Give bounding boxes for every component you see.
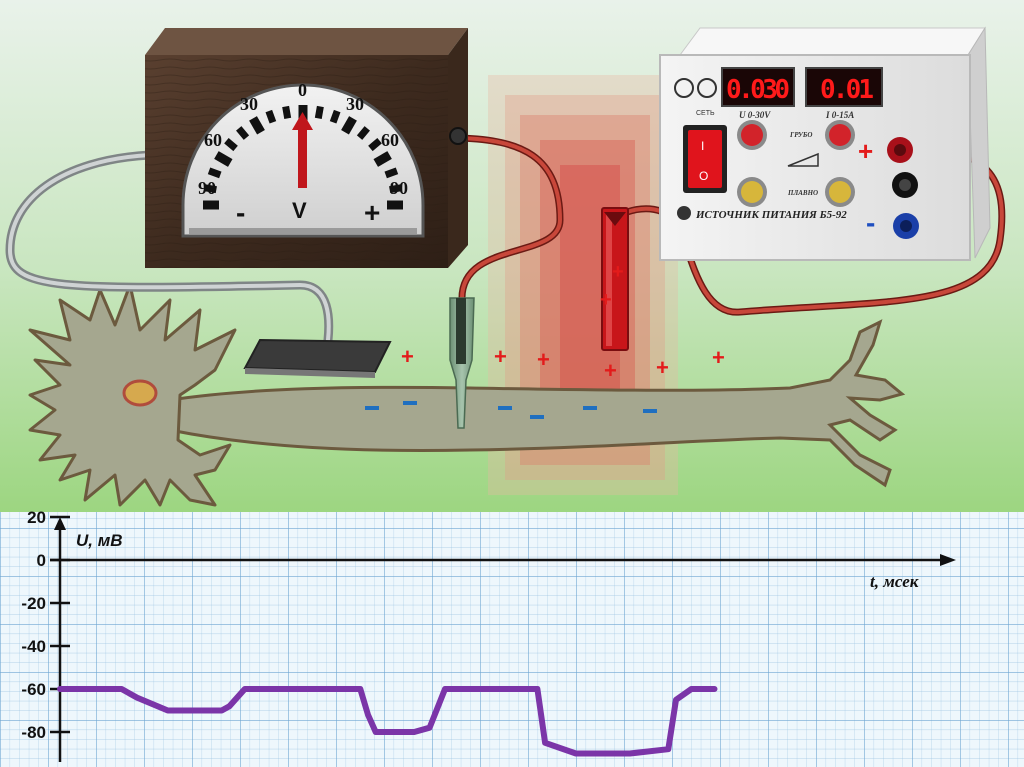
psu-plus-sign: +	[858, 136, 873, 166]
voltmeter-terminal	[449, 127, 467, 145]
voltmeter-scale-ticks	[203, 105, 403, 210]
voltmeter-tick	[282, 105, 292, 119]
positive-terminal[interactable]	[887, 137, 913, 163]
voltage-range-label: U 0-30V	[739, 110, 771, 120]
svg-text:I: I	[701, 139, 704, 153]
voltage-coarse-knob[interactable]	[737, 120, 767, 150]
svg-text:O: O	[699, 169, 708, 183]
voltmeter-needle	[298, 128, 307, 188]
voltmeter-tick	[356, 126, 370, 140]
psu-title: ИСТОЧНИК ПИТАНИЯ Б5-92	[695, 209, 847, 221]
y-tick-label: -80	[21, 723, 46, 742]
voltmeter-tick	[368, 138, 382, 152]
voltmeter-tick	[314, 105, 324, 119]
voltmeter-scale-label-neg90: 90	[198, 178, 216, 198]
voltage-fine-knob[interactable]	[737, 177, 767, 207]
potential-graph: 20 0 -20 -40 -60 -80 U, мВ t, мсек	[0, 508, 1024, 767]
power-supply: СЕТЬ 0.030 U 0-30V 0.01 I 0-15A I O ГРУБ…	[659, 26, 991, 261]
neuron	[28, 283, 906, 507]
charge-minus-mark	[583, 406, 597, 410]
y-tick-label: -40	[21, 637, 46, 656]
voltmeter-tick	[329, 109, 341, 124]
voltmeter-scale-label-zero: 0	[298, 80, 307, 100]
x-axis-label: t, мсек	[870, 572, 919, 591]
charge-plus: +	[604, 358, 617, 383]
voltmeter-tick	[214, 151, 233, 167]
voltmeter-tick	[265, 109, 277, 124]
charge-minus-mark	[403, 401, 417, 405]
x-axis-arrow	[940, 554, 956, 566]
y-axis-label: U, мВ	[76, 531, 123, 550]
current-range-label: I 0-15A	[825, 110, 854, 120]
current-display-value: 0.01	[820, 75, 874, 105]
ground-terminal[interactable]	[892, 172, 918, 198]
brand-logo	[677, 206, 691, 220]
y-tick-label: 20	[27, 508, 46, 527]
voltmeter-scale-label-neg60: 60	[204, 130, 222, 150]
microelectrode	[449, 297, 475, 429]
neuron-nucleus	[122, 379, 158, 407]
voltmeter-scale-label-pos30: 30	[346, 94, 364, 114]
voltage-display	[721, 67, 795, 107]
current-display	[805, 67, 883, 107]
voltmeter-tick	[203, 184, 217, 194]
charge-minus-mark	[643, 409, 657, 413]
membrane-potential-line	[57, 686, 718, 757]
y-tick-label: -20	[21, 594, 46, 613]
voltmeter-tick	[236, 126, 250, 140]
voltage-display-value: 0.030	[726, 75, 790, 105]
y-tick-label: 0	[37, 551, 46, 570]
voltmeter-scale-label-pos60: 60	[381, 130, 399, 150]
voltmeter-tick	[341, 116, 357, 135]
voltmeter-needle-arrow	[292, 112, 313, 130]
charge-plus: +	[494, 344, 507, 369]
ground-electrode-plate	[243, 338, 392, 378]
psu-net-label: СЕТЬ	[696, 110, 715, 117]
voltmeter-scale-label-neg30: 30	[240, 94, 258, 114]
manufacturer-logo	[674, 78, 694, 98]
charge-minus-mark	[498, 406, 512, 410]
stimulating-electrode	[601, 207, 629, 351]
charge-plus: +	[537, 347, 550, 372]
charge-minus-mark	[530, 415, 544, 419]
charge-plus: +	[401, 344, 414, 369]
ramp-icon	[787, 152, 819, 167]
y-tick-label: -60	[21, 680, 46, 699]
membrane-charges: + + + + + + + +	[365, 261, 725, 419]
current-coarse-knob[interactable]	[825, 120, 855, 150]
voltmeter-tick	[207, 167, 222, 179]
voltmeter: 90 60 30 0 30 60 90 - V +	[145, 28, 468, 268]
voltmeter-tick	[224, 138, 238, 152]
charge-plus: +	[712, 345, 725, 370]
voltmeter-scale-label-pos90: 90	[390, 178, 408, 198]
psu-minus-sign: -	[866, 207, 875, 238]
voltmeter-tick	[384, 167, 399, 179]
voltmeter-minus-sign: -	[236, 197, 245, 228]
voltmeter-plus-sign: +	[364, 197, 380, 228]
fine-label: ПЛАВНО	[787, 189, 818, 197]
charge-plus: +	[600, 289, 612, 311]
negative-terminal[interactable]	[893, 213, 919, 239]
voltmeter-tick	[389, 184, 403, 194]
coarse-label: ГРУБО	[789, 131, 812, 139]
voltmeter-tick	[373, 151, 392, 167]
charge-plus: +	[612, 261, 624, 283]
charge-plus: +	[656, 355, 669, 380]
charge-minus-mark	[365, 406, 379, 410]
voltmeter-tick	[249, 116, 265, 135]
voltmeter-unit: V	[292, 198, 307, 223]
quality-mark-icon	[697, 78, 717, 98]
y-axis-ticks: 20 0 -20 -40 -60 -80	[21, 508, 70, 742]
neuron-axon	[168, 319, 906, 488]
current-fine-knob[interactable]	[825, 177, 855, 207]
y-axis-arrow	[54, 517, 66, 530]
